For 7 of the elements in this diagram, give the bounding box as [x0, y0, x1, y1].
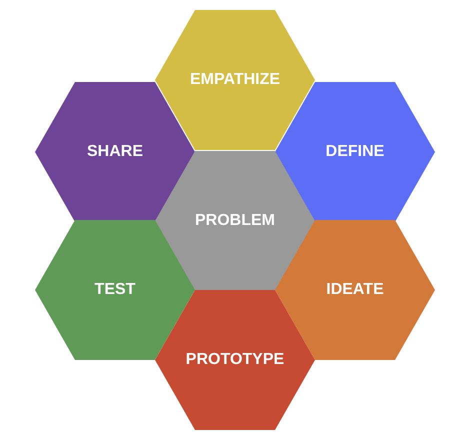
hexagon-label: IDEATE: [326, 281, 384, 299]
hexagon-label: SHARE: [87, 143, 143, 161]
hexagon-label: DEFINE: [326, 143, 384, 161]
hexagon-label: PROTOTYPE: [186, 351, 284, 369]
hexagon-label: EMPATHIZE: [190, 71, 280, 89]
hexagon-label: PROBLEM: [195, 212, 275, 230]
hexagon-label: TEST: [94, 281, 136, 299]
